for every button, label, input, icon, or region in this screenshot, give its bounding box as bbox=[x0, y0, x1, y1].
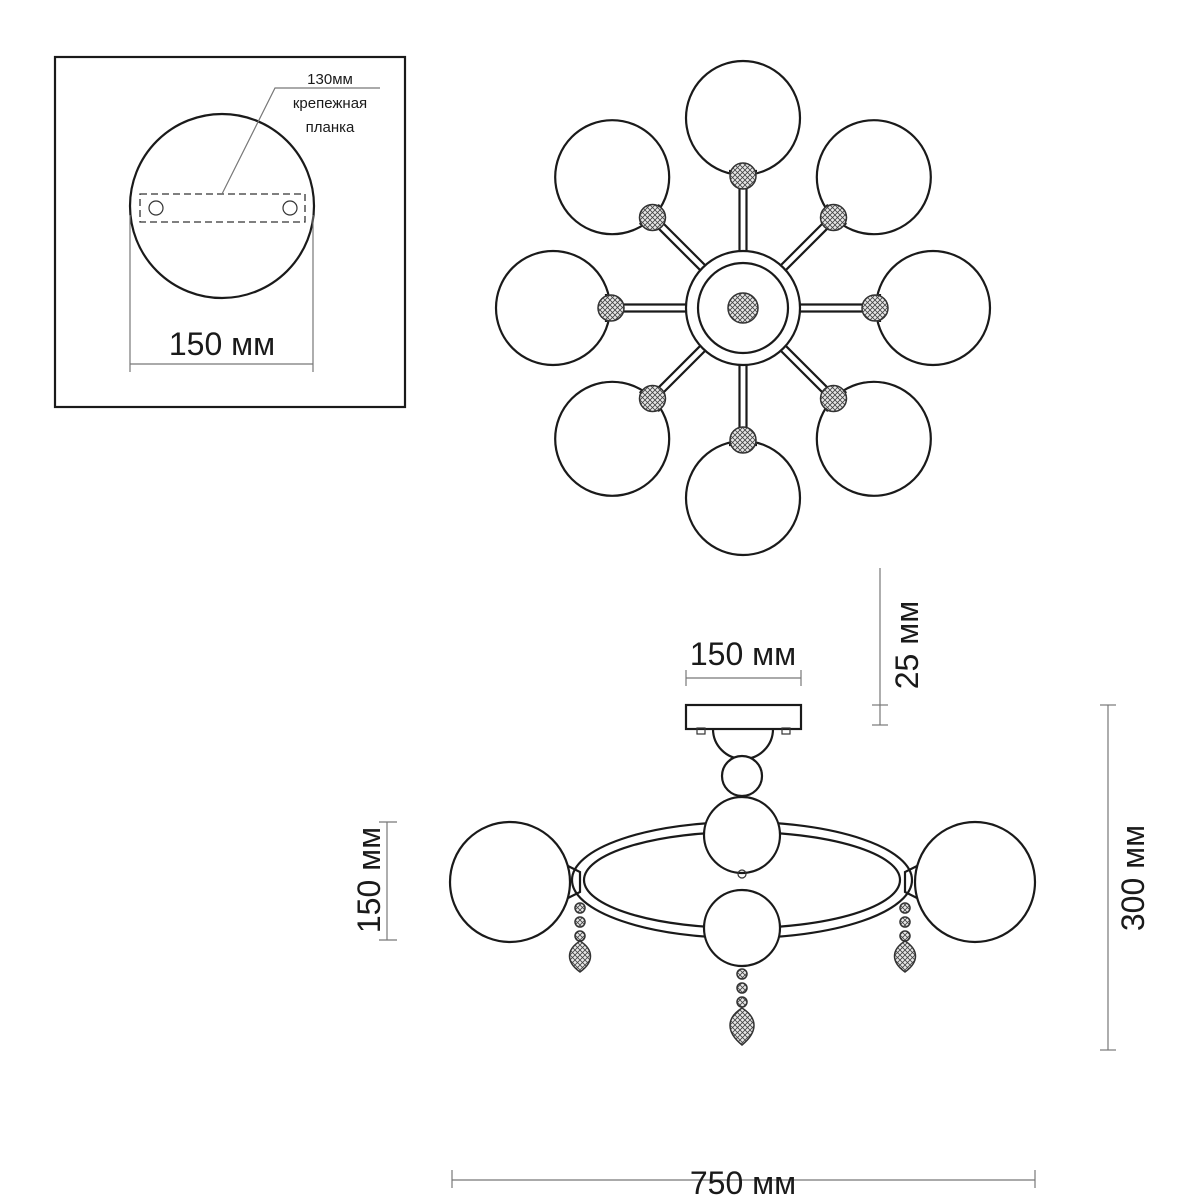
arm-2-rail-2 bbox=[783, 227, 829, 273]
top-view bbox=[494, 59, 992, 557]
canopy-screw-right bbox=[781, 727, 791, 735]
crystal-pendant-right bbox=[893, 902, 917, 973]
bead-8 bbox=[638, 203, 667, 232]
left-globe-collar bbox=[567, 865, 582, 899]
canopy-width-label: 150 мм bbox=[690, 636, 796, 672]
arm-6-rail-1 bbox=[662, 348, 708, 394]
arm-8-rail-2 bbox=[662, 222, 708, 268]
side-globe-right bbox=[913, 820, 1037, 944]
globe-7 bbox=[494, 249, 612, 367]
side-globe-left bbox=[448, 820, 572, 944]
side-canopy bbox=[684, 703, 803, 731]
arm-4-rail-1 bbox=[783, 343, 829, 389]
canopy-screw-left bbox=[696, 727, 706, 735]
plate-leader-line bbox=[221, 87, 380, 195]
upper-center-ball bbox=[702, 795, 782, 875]
globe-4 bbox=[815, 380, 932, 497]
canopy-height-label: 25 мм bbox=[889, 601, 925, 689]
mount-detail-panel: 130мм крепежная планка 150 мм bbox=[53, 55, 407, 409]
globe-6 bbox=[554, 380, 671, 497]
crystal-pendant-center bbox=[729, 968, 755, 1046]
globe-height-label: 150 мм bbox=[351, 827, 387, 933]
globe-1 bbox=[684, 59, 802, 177]
center-joint bbox=[737, 869, 747, 879]
globe-2 bbox=[815, 119, 932, 236]
bead-4 bbox=[819, 384, 848, 413]
arm-8-rail-1 bbox=[657, 227, 703, 273]
screw-hole-left bbox=[148, 200, 164, 216]
bead-6 bbox=[638, 384, 667, 413]
detail-frame bbox=[53, 55, 407, 409]
mounting-plate bbox=[139, 193, 306, 223]
globe-3 bbox=[874, 249, 992, 367]
arm-2-rail-1 bbox=[778, 222, 824, 268]
plate-label-type: крепежная bbox=[293, 95, 367, 112]
bead-3 bbox=[861, 294, 889, 322]
side-view: 150 мм 25 мм 150 мм 300 мм 750 мм bbox=[351, 568, 1151, 1200]
lower-center-ball bbox=[702, 888, 782, 968]
bead-2 bbox=[819, 203, 848, 232]
right-globe-collar bbox=[903, 865, 918, 899]
bead-7 bbox=[597, 294, 625, 322]
arm-4-rail-2 bbox=[778, 348, 824, 394]
plate-label-size: 130мм bbox=[307, 71, 353, 88]
globe-5 bbox=[684, 439, 802, 557]
total-width-label: 750 мм bbox=[690, 1165, 796, 1200]
mount-diameter-label: 150 мм bbox=[169, 326, 275, 362]
total-height-label: 300 мм bbox=[1115, 825, 1151, 931]
arm-6-rail-2 bbox=[657, 343, 703, 389]
globe-8 bbox=[554, 119, 671, 236]
crystal-pendant-left bbox=[568, 902, 592, 973]
bead-1 bbox=[729, 162, 757, 190]
bead-5 bbox=[729, 426, 757, 454]
hub-center-bead bbox=[727, 292, 759, 324]
stem-ball bbox=[720, 754, 764, 798]
canopy-circle bbox=[128, 112, 316, 300]
plate-label-name: планка bbox=[306, 119, 355, 136]
screw-hole-right bbox=[282, 200, 298, 216]
stem-cap bbox=[711, 728, 775, 761]
